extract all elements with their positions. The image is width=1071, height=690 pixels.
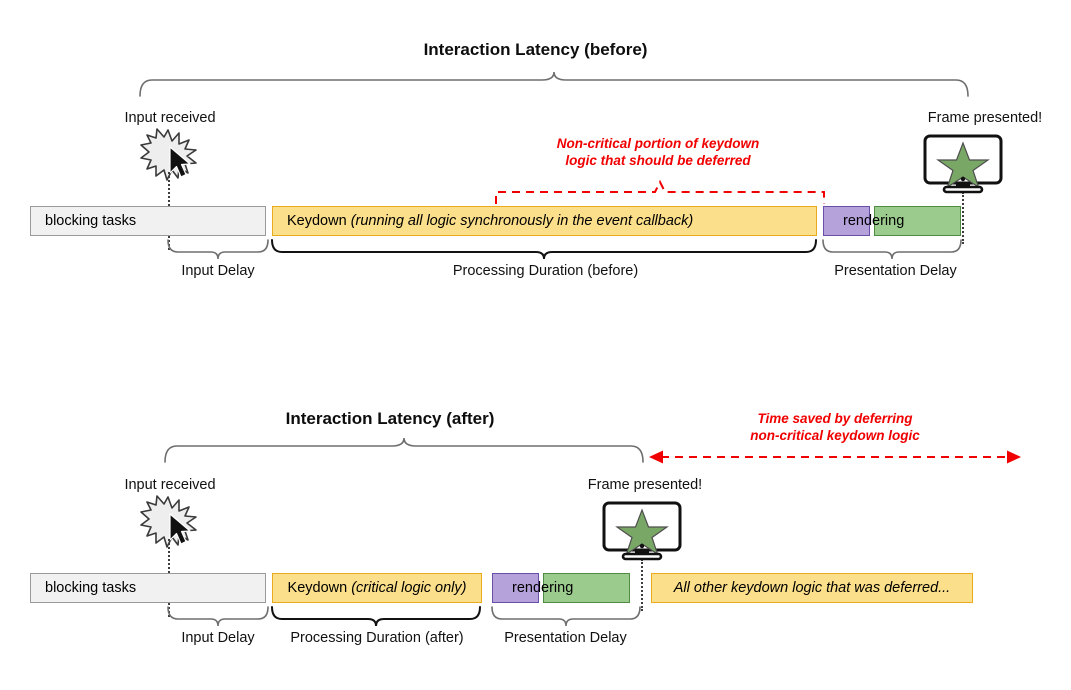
- after-input-guideline-lower: [168, 603, 170, 617]
- after-presentation-delay-label: Presentation Delay: [504, 630, 627, 646]
- before-input-guideline: [168, 172, 170, 206]
- mouse-cursor-icon: [169, 513, 191, 545]
- before-frame-presented-label: Frame presented!: [927, 110, 1043, 126]
- after-time-saved-arrow: [649, 450, 1021, 464]
- before-input-delay-label: Input Delay: [181, 263, 255, 279]
- after-bar-blocking-tasks: blocking tasks: [30, 573, 266, 603]
- after-input-delay-brace: [167, 606, 269, 627]
- after-bar-deferred-logic: All other keydown logic that was deferre…: [651, 573, 973, 603]
- after-bar-render-purple: [492, 573, 539, 603]
- after-keydown-label: Keydown (critical logic only): [273, 581, 481, 596]
- after-deferred-label: All other keydown logic that was deferre…: [673, 579, 951, 596]
- after-annotation: Time saved by deferring non-critical key…: [645, 410, 1025, 445]
- before-bar-render-purple: [823, 206, 870, 236]
- after-keydown-label-italic: (critical logic only): [351, 579, 467, 596]
- monitor-icon: [923, 134, 1003, 194]
- before-annotation-line2: logic that should be deferred: [565, 153, 751, 169]
- before-keydown-label-italic: (running all logic synchronously in the …: [350, 212, 694, 229]
- before-presentation-delay-brace: [822, 239, 962, 260]
- before-annotation-line1: Non-critical portion of keydown: [556, 136, 760, 151]
- before-annotation: Non-critical portion of keydown logic th…: [468, 135, 848, 170]
- after-input-guideline: [168, 539, 170, 573]
- after-processing-duration-label: Processing Duration (after): [290, 630, 464, 646]
- after-blocking-tasks-label: blocking tasks: [45, 579, 137, 596]
- before-input-delay-brace: [167, 239, 269, 260]
- before-processing-duration-label: Processing Duration (before): [452, 263, 639, 279]
- before-bar-keydown: Keydown (running all logic synchronously…: [272, 206, 817, 236]
- after-processing-duration-brace: [271, 606, 481, 627]
- before-total-latency-brace: [139, 71, 969, 97]
- after-frame-presented-label: Frame presented!: [587, 477, 703, 493]
- before-keydown-label-main: Keydown: [287, 212, 351, 229]
- before-blocking-tasks-label: blocking tasks: [45, 212, 137, 229]
- after-presentation-delay-brace: [491, 606, 641, 627]
- before-keydown-label: Keydown (running all logic synchronously…: [273, 214, 693, 229]
- before-presentation-delay-label: Presentation Delay: [834, 263, 957, 279]
- mouse-cursor-icon: [169, 146, 191, 178]
- after-annotation-line2: non-critical keydown logic: [750, 428, 920, 444]
- after-input-received-label: Input received: [124, 477, 216, 493]
- before-rendering-label: rendering: [843, 213, 905, 229]
- after-bar-keydown: Keydown (critical logic only): [272, 573, 482, 603]
- after-rendering-label: rendering: [512, 580, 574, 596]
- before-annotation-dashed-brace: [495, 179, 825, 204]
- before-processing-duration-brace: [271, 239, 817, 260]
- after-frame-guideline: [641, 559, 643, 611]
- before-section-title: Interaction Latency (before): [423, 40, 648, 59]
- after-section-title: Interaction Latency (after): [285, 409, 495, 428]
- before-frame-guideline: [962, 192, 964, 244]
- before-input-guideline-lower: [168, 236, 170, 250]
- monitor-icon: [602, 501, 682, 561]
- after-input-delay-label: Input Delay: [181, 630, 255, 646]
- before-bar-blocking-tasks: blocking tasks: [30, 206, 266, 236]
- after-total-latency-brace: [164, 437, 644, 463]
- after-annotation-line1: Time saved by deferring: [757, 411, 913, 426]
- after-keydown-label-main: Keydown: [287, 579, 352, 596]
- before-bar-render-green: [874, 206, 961, 236]
- after-bar-render-green: [543, 573, 630, 603]
- before-input-received-label: Input received: [124, 110, 216, 126]
